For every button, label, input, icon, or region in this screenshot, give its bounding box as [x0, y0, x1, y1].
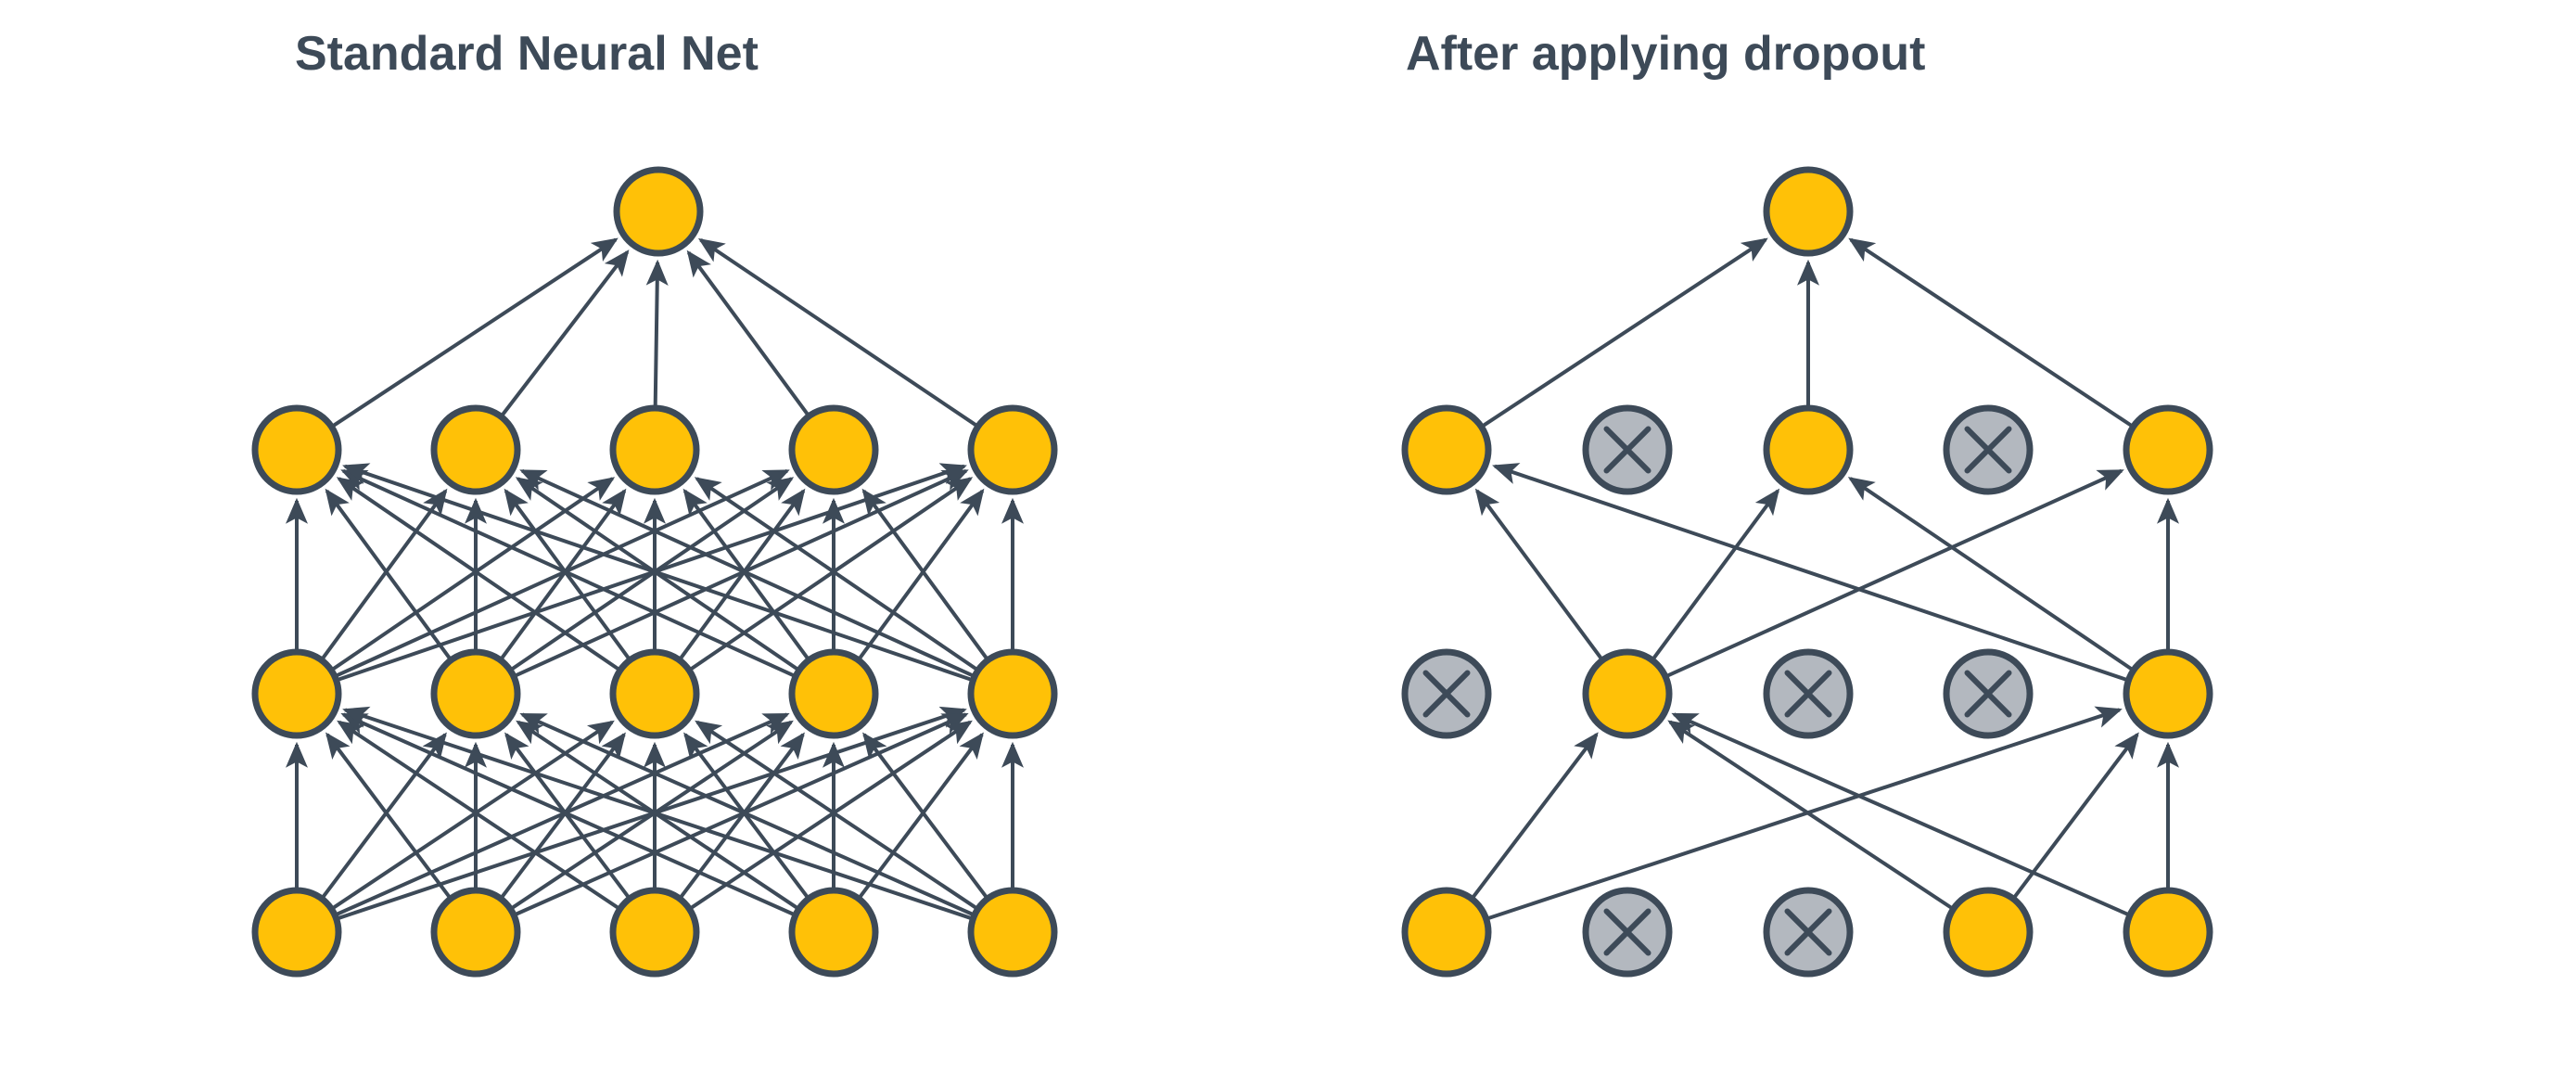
connection-edge: [1482, 237, 1768, 428]
dropped-x-icon: [1603, 908, 1651, 956]
active-unit-node[interactable]: [1763, 404, 1854, 495]
dropped-unit-node[interactable]: [1763, 648, 1854, 739]
dropped-unit-node[interactable]: [1401, 648, 1492, 739]
connection-edge: [1492, 463, 2127, 682]
connection-edge: [1487, 706, 2123, 920]
connection-edge: [519, 712, 973, 916]
connection-edge: [861, 488, 988, 659]
active-unit-node[interactable]: [609, 404, 700, 495]
connection-edge: [321, 488, 448, 659]
connection-edge: [686, 249, 810, 416]
connection-edge: [500, 488, 627, 659]
active-unit-node[interactable]: [609, 648, 700, 739]
node-group-standard: [251, 166, 1058, 978]
connection-edge: [645, 259, 669, 406]
active-unit-node[interactable]: [430, 404, 521, 495]
active-unit-node[interactable]: [2123, 404, 2213, 495]
connection-edge: [858, 488, 985, 659]
dropped-x-icon: [1964, 426, 2012, 474]
dropped-unit-node[interactable]: [1582, 404, 1673, 495]
active-unit-node[interactable]: [609, 887, 700, 978]
panel-title-standard: Standard Neural Net: [295, 27, 759, 81]
connection-edge: [695, 720, 977, 910]
connection-edge: [1474, 488, 1603, 659]
connection-edge: [519, 468, 974, 677]
connection-edge: [679, 488, 806, 659]
active-unit-node[interactable]: [1401, 404, 1492, 495]
edge-group-standard: [286, 237, 1024, 920]
dropped-x-icon: [1603, 426, 1651, 474]
active-unit-node[interactable]: [251, 404, 342, 495]
connection-edge: [340, 468, 795, 677]
connection-edge: [322, 732, 447, 898]
connection-edge: [501, 732, 626, 898]
active-unit-node[interactable]: [967, 648, 1058, 739]
node-group-dropout: [1401, 166, 2213, 978]
active-unit-node[interactable]: [1943, 887, 2034, 978]
active-unit-node[interactable]: [613, 166, 704, 257]
connection-edge: [342, 706, 972, 920]
dropped-unit-node[interactable]: [1582, 887, 1673, 978]
connection-edge: [690, 720, 973, 910]
connection-edge: [337, 720, 619, 910]
dropped-x-icon: [1784, 908, 1832, 956]
dropped-x-icon: [1784, 670, 1832, 718]
active-unit-node[interactable]: [1763, 166, 1854, 257]
active-unit-node[interactable]: [2123, 648, 2213, 739]
connection-edge: [697, 237, 977, 427]
active-unit-node[interactable]: [1401, 887, 1492, 978]
connection-edge: [1667, 720, 1953, 910]
connection-edge: [340, 712, 794, 916]
connection-edge: [336, 477, 619, 671]
connection-edge: [1651, 488, 1780, 659]
active-unit-node[interactable]: [2123, 887, 2213, 978]
connection-edge: [690, 477, 974, 671]
connection-edge: [859, 732, 984, 898]
active-unit-node[interactable]: [788, 887, 879, 978]
active-unit-node[interactable]: [251, 648, 342, 739]
connection-edge: [2013, 732, 2139, 898]
connection-edge: [501, 249, 630, 416]
active-unit-node[interactable]: [788, 404, 879, 495]
connection-edge: [1671, 712, 2128, 916]
dropped-x-icon: [1964, 670, 2012, 718]
dropped-unit-node[interactable]: [1763, 887, 1854, 978]
connection-edge: [694, 477, 977, 671]
connection-edge: [342, 463, 972, 682]
connection-edge: [1666, 468, 2124, 678]
connection-edge: [332, 237, 618, 428]
dropped-x-icon: [1422, 670, 1471, 718]
connection-edge: [1472, 732, 1599, 899]
connection-edge: [1848, 237, 2133, 428]
active-unit-node[interactable]: [967, 887, 1058, 978]
connection-edge: [1847, 477, 2133, 671]
active-unit-node[interactable]: [430, 887, 521, 978]
active-unit-node[interactable]: [967, 404, 1058, 495]
connection-edge: [325, 732, 451, 898]
dropped-unit-node[interactable]: [1943, 404, 2034, 495]
connection-edge: [325, 488, 452, 659]
panel-title-dropout: After applying dropout: [1406, 27, 1925, 81]
active-unit-node[interactable]: [1582, 648, 1673, 739]
active-unit-node[interactable]: [430, 648, 521, 739]
active-unit-node[interactable]: [251, 887, 342, 978]
dropped-unit-node[interactable]: [1943, 648, 2034, 739]
active-unit-node[interactable]: [788, 648, 879, 739]
connection-edge: [862, 732, 988, 898]
edge-group-dropout: [1472, 237, 2179, 920]
connection-edge: [680, 732, 805, 898]
